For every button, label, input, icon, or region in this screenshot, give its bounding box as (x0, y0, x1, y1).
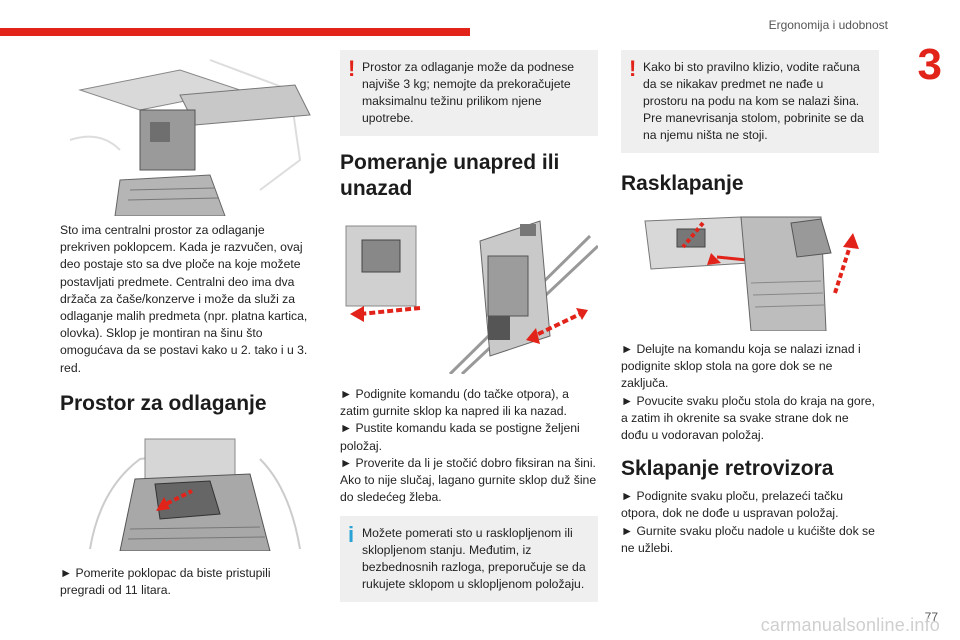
warning-text: Kako bi sto pravilno klizio, vodite raču… (643, 60, 864, 142)
table-description: Sto ima centralni prostor za odlaganje p… (60, 223, 308, 375)
unfold-step-1: ► Delujte na komandu koja se nalazi izna… (621, 342, 861, 391)
unfold-step-2: ► Povucite svaku ploču stola do kraja na… (621, 393, 875, 443)
section-title: Ergonomija i udobnost (768, 18, 888, 32)
column-2: ! Prostor za odlaganje može da podnese n… (340, 50, 598, 603)
watermark: carmanualsonline.info (760, 615, 940, 635)
storage-illustration (60, 428, 318, 551)
move-step-1: ► Podignite komandu (do tačke otpora), a… (340, 387, 569, 419)
move-step-3: ► Proverite da li je stočić dobro fiksir… (340, 455, 597, 505)
warning-note-weight: ! Prostor za odlaganje može da podnese n… (340, 50, 598, 136)
page-number: 77 (924, 610, 938, 624)
fold-step-1: ► Podignite svaku ploču, prelazeći tačku… (621, 489, 844, 521)
column-3: ! Kako bi sto pravilno klizio, vodite ra… (621, 50, 879, 557)
column-1: Sto ima centralni prostor za odlaganje p… (60, 50, 318, 599)
header-red-bar (0, 28, 470, 36)
storage-step: ► Pomerite poklopac da biste pristupili … (60, 565, 271, 598)
warning-note-rail: ! Kako bi sto pravilno klizio, vodite ra… (621, 50, 879, 153)
rail-illustration (340, 216, 598, 374)
warning-icon: ! (629, 56, 637, 81)
heading-storage: Prostor za odlaganje (60, 391, 267, 415)
fold-step-2: ► Gurnite svaku ploču nadole u kućište d… (621, 523, 875, 555)
move-step-2: ► Pustite komandu kada se postigne želje… (340, 421, 580, 453)
chapter-number: 3 (917, 40, 942, 89)
heading-unfold: Rasklapanje (621, 172, 744, 195)
warning-icon: ! (348, 56, 356, 81)
info-note-move: i Možete pomerati sto u rasklopljenom il… (340, 516, 598, 603)
info-icon: i (348, 522, 355, 548)
info-text: Možete pomerati sto u rasklopljenom ili … (362, 526, 586, 592)
table-illustration (60, 50, 318, 216)
heading-fold: Sklapanje retrovizora (621, 457, 834, 481)
warning-text: Prostor za odlaganje može da podnese naj… (362, 60, 575, 125)
unfold-illustration (621, 213, 879, 331)
heading-move: Pomeranje unapred ili unazad (340, 151, 560, 200)
